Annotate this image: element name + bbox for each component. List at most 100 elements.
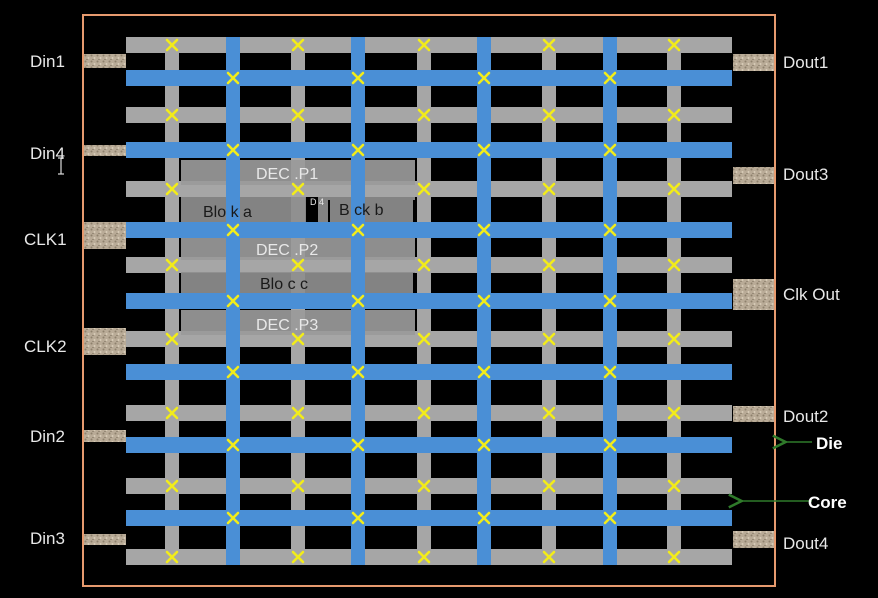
pad-dout1	[733, 54, 774, 71]
via-x-icon	[165, 332, 179, 346]
via-x-icon	[291, 108, 305, 122]
pad-dout4	[733, 531, 774, 548]
via-x-icon	[351, 365, 365, 379]
pad-din4	[84, 145, 126, 156]
decap-1-label: DEC .P1	[256, 166, 318, 183]
decap-3-block	[181, 310, 415, 335]
via-x-icon	[477, 143, 491, 157]
placed-blocks	[181, 160, 415, 335]
block-c-block	[181, 272, 415, 296]
via-x-icon	[667, 182, 681, 196]
via-x-icon	[603, 223, 617, 237]
via-x-icon	[667, 479, 681, 493]
pin-label-din3: Din3	[30, 529, 65, 548]
block-b-label: B ck b	[339, 202, 384, 219]
via-x-icon	[667, 332, 681, 346]
via-x-icon	[226, 365, 240, 379]
via-x-icon	[291, 406, 305, 420]
via-x-icon	[542, 479, 556, 493]
pad-clk2	[84, 328, 126, 355]
via-x-icon	[667, 406, 681, 420]
io-pads	[84, 54, 774, 548]
via-x-icon	[417, 108, 431, 122]
decap-2-label: DEC .P2	[256, 242, 318, 259]
via-x-icon	[417, 479, 431, 493]
via-x-icon	[542, 550, 556, 564]
via-x-icon	[165, 479, 179, 493]
blue-rail-horizontal	[126, 142, 732, 158]
pad-clk1	[84, 222, 126, 249]
pad-dout2	[733, 406, 774, 422]
via-x-icon	[226, 438, 240, 452]
via-x-icon	[226, 223, 240, 237]
via-x-icon	[603, 294, 617, 308]
small-block-label: D 4	[310, 197, 324, 207]
via-x-icon	[291, 258, 305, 272]
via-x-icon	[667, 38, 681, 52]
decap-1-block	[181, 160, 415, 185]
via-x-icon	[165, 182, 179, 196]
via-x-icon	[417, 406, 431, 420]
via-x-icon	[417, 38, 431, 52]
via-x-icon	[351, 223, 365, 237]
block-a-label: Blo k a	[203, 204, 252, 221]
via-x-icon	[603, 143, 617, 157]
via-x-icon	[603, 365, 617, 379]
via-x-icon	[477, 511, 491, 525]
pin-label-dout3: Dout3	[783, 165, 829, 184]
via-x-icon	[477, 223, 491, 237]
pin-label-clk1: CLK1	[24, 230, 67, 249]
core-label: Core	[808, 493, 847, 512]
pin-label-din1: Din1	[30, 52, 65, 71]
via-x-icon	[603, 71, 617, 85]
via-x-icon	[417, 182, 431, 196]
via-x-icon	[542, 108, 556, 122]
via-x-icon	[477, 294, 491, 308]
pad-din2	[84, 430, 126, 442]
pin-label-clk2: CLK2	[24, 337, 67, 356]
pad-din3	[84, 534, 126, 545]
pin-label-dout2: Dout2	[783, 407, 829, 426]
via-x-icon	[542, 182, 556, 196]
via-x-icon	[165, 258, 179, 272]
pad-clk-out	[733, 279, 774, 310]
blue-rail-horizontal	[126, 364, 732, 380]
via-x-icon	[417, 332, 431, 346]
via-x-icon	[165, 38, 179, 52]
via-x-icon	[291, 182, 305, 196]
via-x-icon	[667, 258, 681, 272]
pad-dout3	[733, 167, 774, 184]
via-x-icon	[351, 294, 365, 308]
blue-rail-horizontal	[126, 222, 732, 238]
blue-rail-horizontal	[126, 510, 732, 526]
blue-rail-horizontal	[126, 437, 732, 453]
via-x-icon	[226, 511, 240, 525]
pin-label-clk-out: Clk Out	[783, 285, 840, 304]
via-x-icon	[291, 550, 305, 564]
via-x-icon	[351, 71, 365, 85]
text-cursor-icon	[58, 157, 64, 175]
via-markers	[165, 38, 681, 564]
via-x-icon	[165, 406, 179, 420]
die-label: Die	[816, 434, 843, 453]
via-x-icon	[667, 550, 681, 564]
via-x-icon	[542, 258, 556, 272]
blue-rail-horizontal	[126, 293, 732, 309]
pin-label-dout4: Dout4	[783, 534, 829, 553]
via-x-icon	[351, 143, 365, 157]
pad-din1	[84, 54, 126, 68]
via-x-icon	[351, 438, 365, 452]
via-x-icon	[542, 406, 556, 420]
via-x-icon	[477, 71, 491, 85]
pin-label-din4: Din4	[30, 144, 65, 163]
block-b-block	[318, 197, 415, 225]
blue-power-rails	[126, 37, 732, 565]
via-x-icon	[417, 550, 431, 564]
die-boundary	[82, 14, 776, 587]
block-a-block	[181, 197, 306, 225]
blue-rail-horizontal	[126, 70, 732, 86]
via-x-icon	[667, 108, 681, 122]
via-x-icon	[542, 332, 556, 346]
via-x-icon	[542, 38, 556, 52]
